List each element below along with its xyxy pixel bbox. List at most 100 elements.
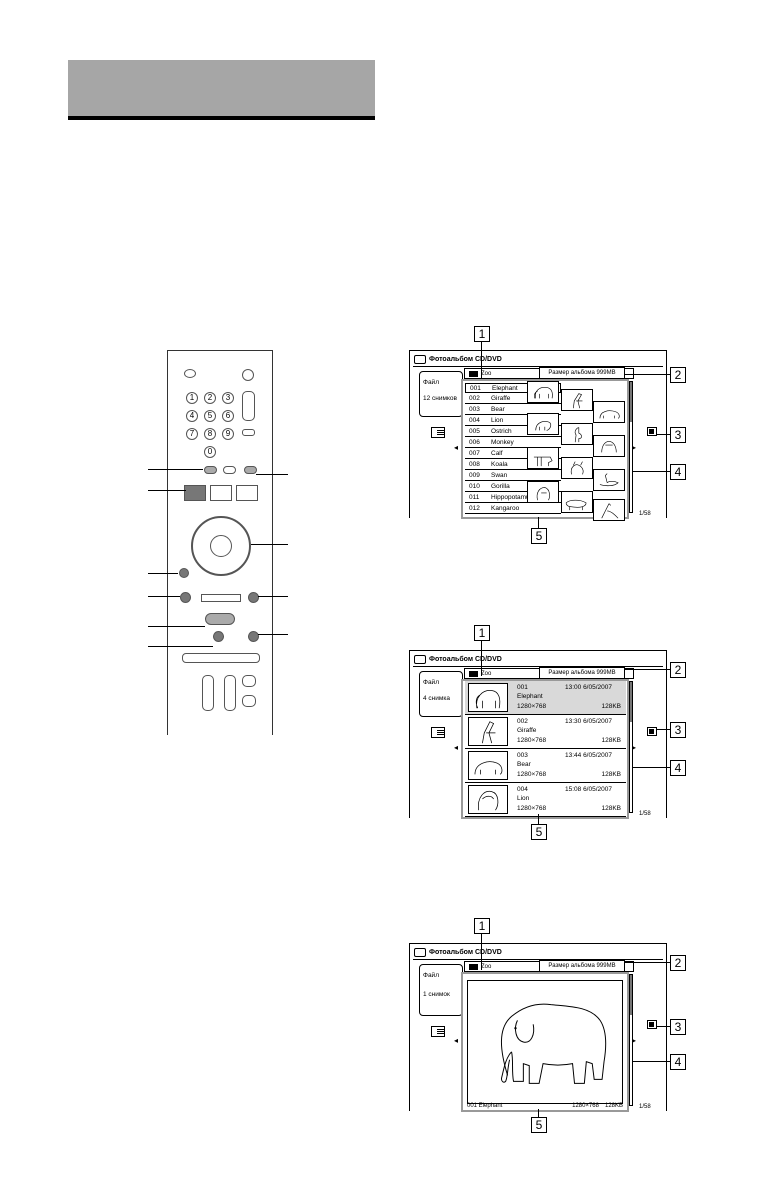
key-6: 6 [222,410,234,422]
arrow-left-icon: ◂ [454,743,459,752]
photo-thumbnail[interactable] [527,447,559,469]
callout-badge-4: 4 [670,464,686,480]
callout-badge-5: 5 [531,824,547,840]
scrollbar-thumb[interactable] [630,975,632,1015]
list-view-icon[interactable] [431,727,445,738]
photo-thumbnail[interactable] [527,481,559,503]
page-indicator: 1/58 [639,811,651,817]
file-info-panel: Файл 1 снимок [419,964,463,1016]
folder-icon [469,963,478,970]
callout-leader [632,767,670,768]
photo-thumbnail[interactable] [561,423,593,445]
callout-badge-5: 5 [531,528,547,544]
photo-large[interactable] [467,980,623,1104]
color-button-red [204,466,217,474]
callout-leader [624,374,670,375]
photo-detail-list: 001 13:00 6/05/2007 Elephant 1280×768 12… [461,679,629,819]
callout-badge-3: 3 [670,1019,686,1035]
photo-thumbnail [468,683,508,712]
caption-resolution: 1280×768 [572,1103,599,1109]
single-view-icon[interactable] [647,1020,657,1029]
page-indicator: 1/58 [639,511,651,517]
folder-icon [469,670,478,677]
photo-thumbnail[interactable] [527,381,559,403]
arrow-left-icon: ◂ [454,443,459,452]
list-item[interactable]: 002 13:30 6/05/2007 Giraffe 1280×768 128… [465,715,626,749]
tools-button [236,485,258,501]
list-item[interactable]: 001 13:00 6/05/2007 Elephant 1280×768 12… [465,681,626,715]
callout-leader [624,669,670,670]
callout-leader [632,1061,670,1062]
section-header-bar [68,60,375,120]
rewind-bar [201,594,241,602]
list-item[interactable]: 004 15:08 6/05/2007 Lion 1280×768 128KB [465,783,626,817]
callout-line [258,596,288,597]
callout-leader [538,517,539,528]
single-view-icon[interactable] [647,727,657,736]
callout-badge-2: 2 [670,955,686,971]
photo-thumbnail[interactable] [527,413,559,435]
screen-title-text: Фотоальбом CD/DVD [429,656,502,663]
caption-name: 001 Elephant [467,1103,503,1109]
callout-badge-3: 3 [670,722,686,738]
tv-icon [414,355,426,364]
list-view-icon[interactable] [431,427,445,438]
single-view-icon[interactable] [647,427,657,436]
callout-leader [481,934,482,970]
photo-thumbnail[interactable] [593,401,625,423]
file-count: 1 снимок [423,991,450,999]
scrollbar[interactable] [629,681,633,813]
scrollbar-thumb[interactable] [630,382,632,422]
callout-badge-4: 4 [670,1054,686,1070]
enter-center-button [210,535,232,557]
callout-badge-4: 4 [670,760,686,776]
file-count: 4 снимка [423,695,450,703]
next-button [248,592,259,603]
file-info-panel: Файл 12 снимков [419,371,463,417]
file-info-panel: Файл 4 снимка [419,671,463,717]
photo-thumbnail[interactable] [593,499,625,521]
photo-thumbnail[interactable] [593,469,625,491]
remote-control-illustration: 1 2 3 4 5 6 7 8 9 0 [167,350,273,735]
photo-thumbnail [468,785,508,814]
scrollbar[interactable] [629,974,633,1106]
key-2: 2 [204,392,216,404]
callout-badge-3: 3 [670,427,686,443]
title-divider [413,666,663,667]
volume-slider-left [202,675,214,711]
photo-thumbnail[interactable] [561,491,593,513]
photo-thumbnail [468,717,508,746]
callout-line [148,490,186,491]
file-label: Файл [423,972,439,979]
menu-button [184,485,206,501]
photo-thumbnail[interactable] [561,389,593,411]
list-item[interactable]: 003 13:44 6/05/2007 Bear 1280×768 128KB [465,749,626,783]
key-9: 9 [222,428,234,440]
photo-thumbnail[interactable] [593,435,625,457]
callout-line [256,474,288,475]
scrollbar-thumb[interactable] [630,682,632,722]
list-view-icon[interactable] [431,1026,445,1037]
callout-line [148,573,178,574]
photo-thumbnail[interactable] [561,457,593,479]
scrollbar[interactable] [629,381,633,513]
callout-badge-1: 1 [474,326,490,342]
key-3: 3 [222,392,234,404]
callout-line [258,634,288,635]
photo-thumbnail [468,751,508,780]
screen-title-text: Фотоальбом CD/DVD [429,356,502,363]
photo-album-screen-list: Фотоальбом CD/DVD Файл 12 снимков ◂ Zoo … [409,350,667,521]
enter-button [242,429,255,436]
